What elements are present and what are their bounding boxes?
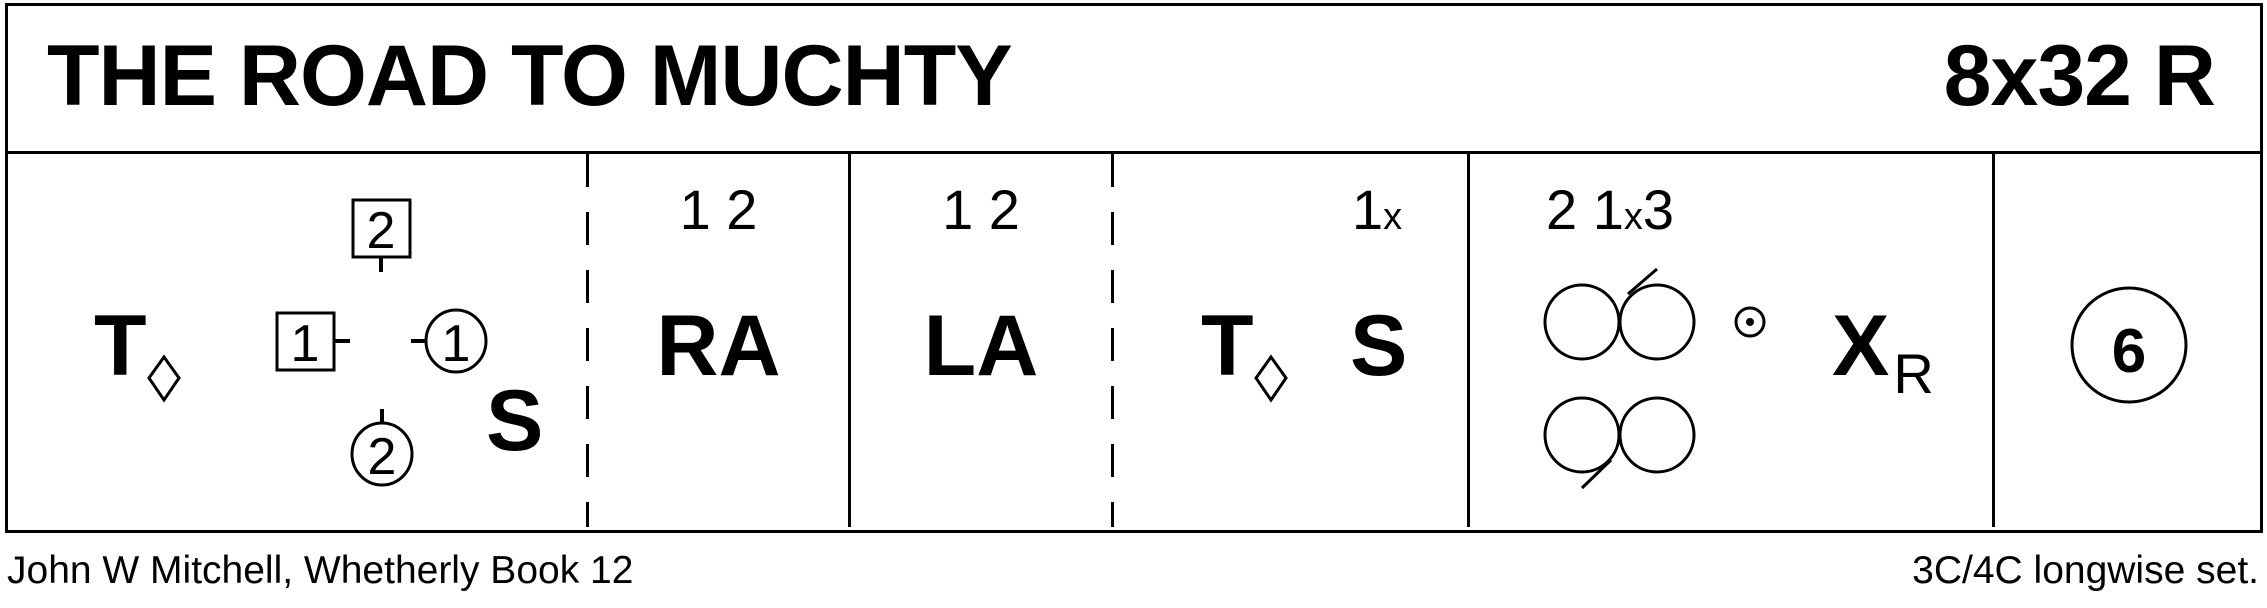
circle-dancer-2-icon: 2 — [350, 409, 414, 487]
svg-text:2: 2 — [367, 202, 396, 260]
title-divider — [5, 151, 2260, 154]
cell-2-main: RA — [656, 298, 781, 394]
cell-5-dancers: 2 1x3 — [1546, 178, 1675, 241]
diamond-icon — [1254, 354, 1288, 403]
square-dancer-2-icon: 2 — [351, 198, 412, 272]
dashed-divider-1 — [586, 154, 589, 527]
dance-formation: 8x32 R — [1943, 28, 2216, 124]
crib-frame — [5, 3, 2263, 533]
circled-dot-icon — [1734, 306, 1766, 338]
cell-2-dancers: 1 2 — [679, 178, 758, 241]
square-dancer-1-icon: 1 — [275, 311, 350, 373]
footer-source: John W Mitchell, Whetherly Book 12 — [7, 549, 634, 592]
cell-1-main-right: S — [486, 373, 544, 469]
svg-text:2: 2 — [368, 428, 397, 486]
repeat-badge: 6 — [2111, 317, 2147, 386]
svg-text:1: 1 — [291, 315, 320, 373]
cell-1-main-left: T — [94, 298, 147, 394]
svg-text:1: 1 — [442, 315, 471, 373]
cell-3-dancers: 1 2 — [942, 178, 1020, 241]
solid-divider-1 — [848, 154, 851, 527]
cell-5-main: XR — [1832, 298, 1934, 405]
cell-4-main-right: S — [1350, 298, 1408, 394]
diamond-icon — [147, 354, 181, 403]
dashed-divider-2 — [1111, 154, 1114, 527]
dance-title: THE ROAD TO MUCHTY — [47, 28, 1013, 124]
cell-4-main-left: T — [1201, 298, 1254, 394]
solid-divider-3 — [1992, 154, 1995, 527]
cell-2: 1 2 RA — [589, 154, 848, 527]
footer-set-type: 3C/4C longwise set. — [1912, 549, 2259, 592]
cell-3: 1 2 LA — [851, 154, 1111, 527]
circle-dancer-1-icon: 1 — [411, 308, 488, 374]
cell-3-main: LA — [923, 298, 1039, 394]
solid-divider-2 — [1467, 154, 1470, 527]
cell-4-dancers: 1x — [1352, 178, 1403, 241]
